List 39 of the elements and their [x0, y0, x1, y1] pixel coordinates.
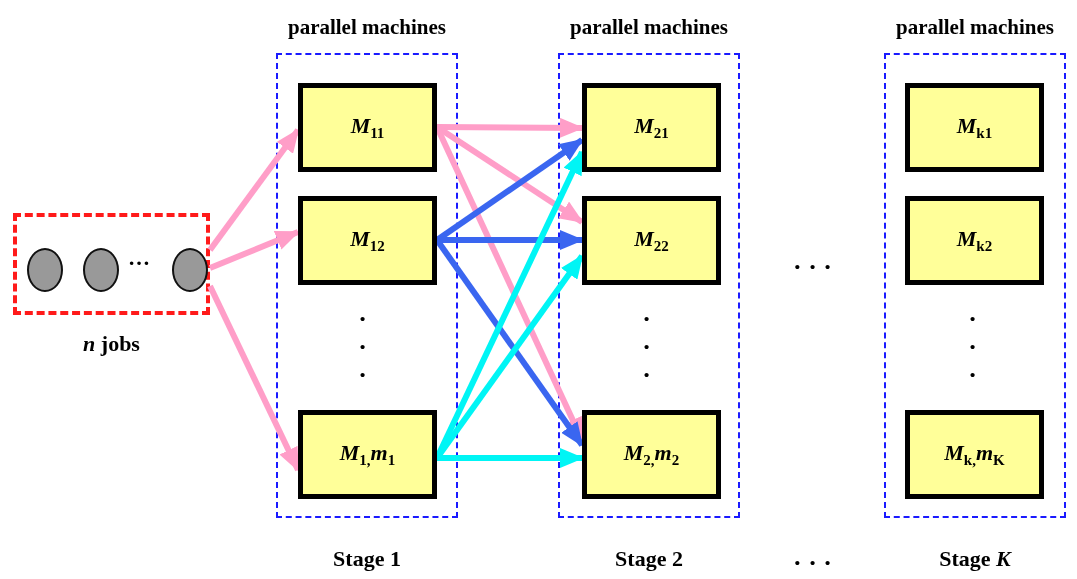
arrow [436, 117, 584, 138]
machine-box [582, 196, 721, 285]
machine-label: M$_{1,}$m$_{1}$ [339, 439, 396, 470]
ellipsis: · · · [793, 252, 832, 282]
group-heading: parallel machines [894, 15, 1056, 40]
machine-box [298, 196, 437, 285]
machine-box [582, 83, 721, 172]
machine-label: M$_{k1}$ [956, 112, 993, 143]
machine-label: M$_{k,}$m$_{K}$ [944, 439, 1005, 470]
stage-caption: Stage 1 [332, 546, 402, 572]
job-circle [172, 248, 208, 292]
arrow [207, 128, 301, 252]
machine-box [905, 83, 1044, 172]
job-circle [27, 248, 63, 292]
machine-label: M$_{12}$ [350, 225, 385, 256]
arrow [437, 448, 584, 468]
group-heading: parallel machines [568, 15, 730, 40]
stage-caption: Stage 2 [614, 546, 684, 572]
machine-box [905, 410, 1044, 499]
machine-label: M$_{k2}$ [956, 225, 993, 256]
vertical-ellipsis: · · · [967, 305, 978, 389]
vertical-ellipsis: · · · [641, 305, 652, 389]
machine-box [298, 83, 437, 172]
machine-box [582, 410, 721, 499]
job-circle [83, 248, 119, 292]
jobs-caption: n jobs [82, 331, 141, 357]
machine-label: M$_{2,}$m$_{2}$ [623, 439, 680, 470]
vertical-ellipsis: · · · [357, 305, 368, 389]
machine-label: M$_{21}$ [634, 112, 669, 143]
machine-label: M$_{11}$ [350, 112, 385, 143]
machine-box [298, 410, 437, 499]
machine-label: M$_{22}$ [634, 225, 669, 256]
stage-caption: Stage K [938, 546, 1013, 572]
arrow [207, 284, 301, 472]
arrow [208, 229, 300, 271]
ellipsis: … [128, 245, 150, 271]
group-heading: parallel machines [286, 15, 448, 40]
machine-box [905, 196, 1044, 285]
ellipsis: · · · [793, 548, 832, 578]
